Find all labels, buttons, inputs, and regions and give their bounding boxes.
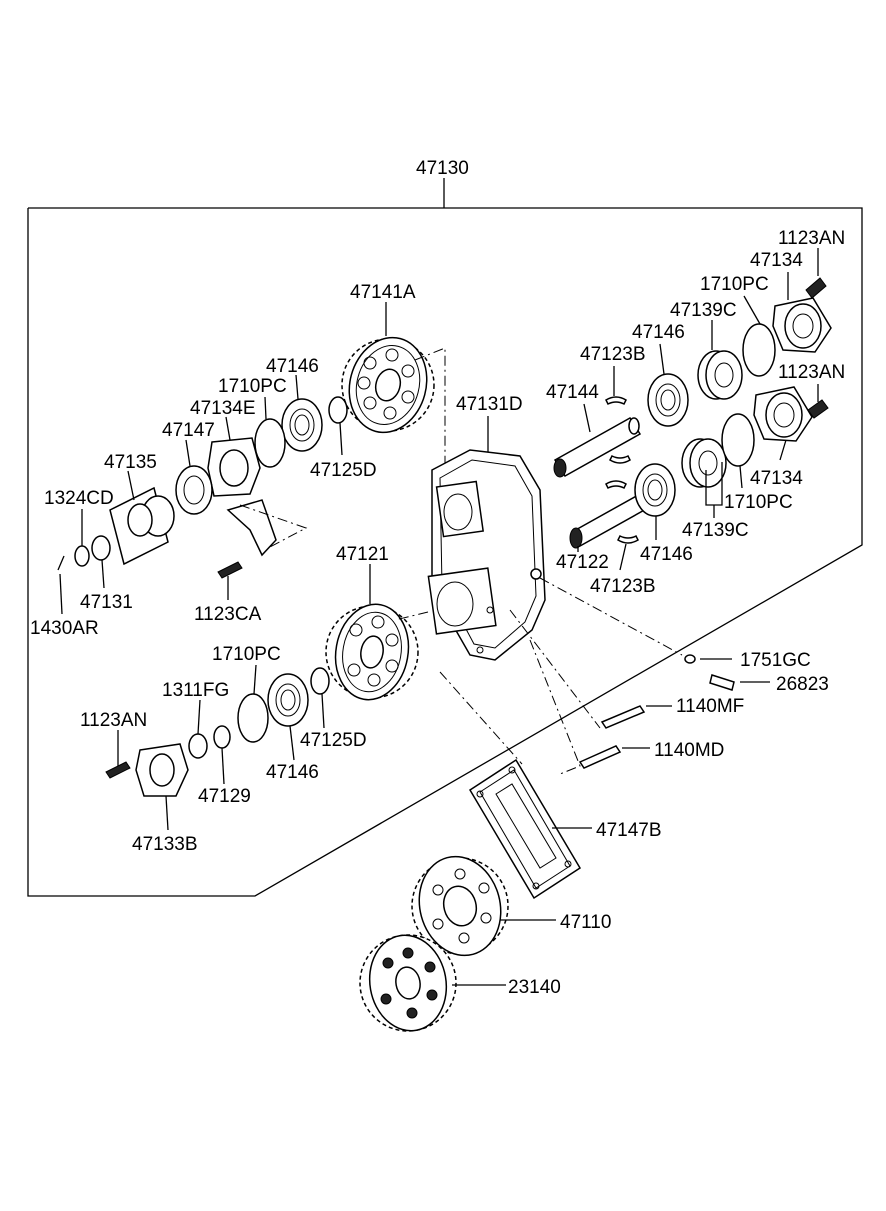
label-47131D: 47131D xyxy=(456,394,523,415)
clip-47123B-upper xyxy=(605,396,631,464)
assembly-outline xyxy=(27,178,863,897)
spacer-47125D-upper xyxy=(328,396,348,424)
label-1430AR: 1430AR xyxy=(30,618,99,639)
label-47134-top-right: 47134 xyxy=(750,250,803,271)
housing-47131D xyxy=(427,449,546,661)
washer-47131 xyxy=(91,535,111,561)
bearing-47146-upper-left xyxy=(281,398,323,452)
seal-47139C-lower xyxy=(681,438,727,488)
bearing-47147 xyxy=(175,465,213,515)
gear-47141A xyxy=(341,336,435,434)
label-47146-bottom-left: 47146 xyxy=(266,762,319,783)
label-47135: 47135 xyxy=(104,452,157,473)
cover-47134-lower xyxy=(753,386,813,442)
cotter-pin-1430AR xyxy=(57,555,65,571)
clip-47123B-lower xyxy=(605,480,639,544)
oring-1710PC-lower xyxy=(721,413,755,467)
label-47139C-top-right: 47139C xyxy=(670,300,737,321)
label-47139C-right: 47139C xyxy=(682,520,749,541)
oring-1751GC xyxy=(684,654,696,664)
label-47131: 47131 xyxy=(80,592,133,613)
label-1710PC-right: 1710PC xyxy=(724,492,793,513)
label-47146-top-left: 47146 xyxy=(266,356,319,377)
bracket xyxy=(226,499,277,557)
label-1324CD: 1324CD xyxy=(44,488,114,509)
label-47133B: 47133B xyxy=(132,834,198,855)
label-47123B-right: 47123B xyxy=(590,576,656,597)
gear-23140 xyxy=(359,934,457,1032)
label-1123AN-right: 1123AN xyxy=(778,362,845,383)
gasket-47147B xyxy=(468,758,582,900)
label-1140MF: 1140MF xyxy=(676,696,744,717)
spacer-47125D-lower xyxy=(310,667,330,695)
bolt-1123AN-right xyxy=(807,399,829,419)
bolt-1140MD xyxy=(578,745,622,769)
label-1710PC-top-left: 1710PC xyxy=(218,376,287,397)
label-1123CA: 1123CA xyxy=(194,604,262,625)
label-47123B-top-right: 47123B xyxy=(580,344,646,365)
gear-47110 xyxy=(411,855,509,957)
label-47146-top-right: 47146 xyxy=(632,322,685,343)
label-26823: 26823 xyxy=(776,674,829,695)
connection-lines xyxy=(394,577,683,775)
label-47144: 47144 xyxy=(546,382,599,403)
label-1710PC-bottom-left: 1710PC xyxy=(212,644,281,665)
nut-1324CD xyxy=(74,545,90,567)
gear-47121 xyxy=(325,603,419,701)
flange-47134E xyxy=(207,437,261,497)
nut-1311FG xyxy=(188,733,208,759)
seal-47139C-upper xyxy=(697,350,743,400)
shaft-47144 xyxy=(553,416,642,478)
bolt-1123AN-left xyxy=(105,761,131,779)
label-1710PC-top-right: 1710PC xyxy=(700,274,769,295)
label-47146-right: 47146 xyxy=(640,544,693,565)
label-47125D-bottom-left: 47125D xyxy=(300,730,367,751)
label-47121: 47121 xyxy=(336,544,389,565)
bearing-47146-lower xyxy=(634,463,676,517)
bolt-1123AN-top-right xyxy=(805,277,827,299)
label-47122: 47122 xyxy=(556,552,609,573)
cover-47133B xyxy=(135,743,189,797)
label-1140MD: 1140MD xyxy=(654,740,724,761)
label-47147: 47147 xyxy=(162,420,215,441)
label-47134E: 47134E xyxy=(190,398,256,419)
label-47134-right: 47134 xyxy=(750,468,803,489)
bearing-47146-upper xyxy=(647,373,689,427)
label-47130: 47130 xyxy=(416,158,469,179)
label-47125D-top: 47125D xyxy=(310,460,377,481)
label-1123AN-bottom-left: 1123AN xyxy=(80,710,147,731)
cover-47134-upper xyxy=(772,297,832,353)
plug-26823 xyxy=(709,674,735,691)
bearing-47146-lower-left xyxy=(267,673,309,727)
washer-47129 xyxy=(213,725,231,749)
oring-1710PC-lower-left xyxy=(237,693,269,743)
yoke-47135 xyxy=(109,486,175,566)
oring-1710PC-upper-left xyxy=(254,418,286,468)
bolt-1123CA xyxy=(217,561,243,579)
label-47129: 47129 xyxy=(198,786,251,807)
label-1123AN-top-right: 1123AN xyxy=(778,228,845,249)
label-23140: 23140 xyxy=(508,977,561,998)
oring-1710PC-upper xyxy=(742,323,776,377)
label-47141A: 47141A xyxy=(350,282,416,303)
label-47147B: 47147B xyxy=(596,820,662,841)
bolt-1140MF xyxy=(600,705,646,729)
label-47110: 47110 xyxy=(560,912,611,933)
label-1751GC: 1751GC xyxy=(740,650,811,671)
label-1311FG: 1311FG xyxy=(162,680,229,701)
part-labels: 47130 47141A 47131D 1123AN 47134 1710PC … xyxy=(30,158,845,998)
leader-lines xyxy=(59,248,819,986)
